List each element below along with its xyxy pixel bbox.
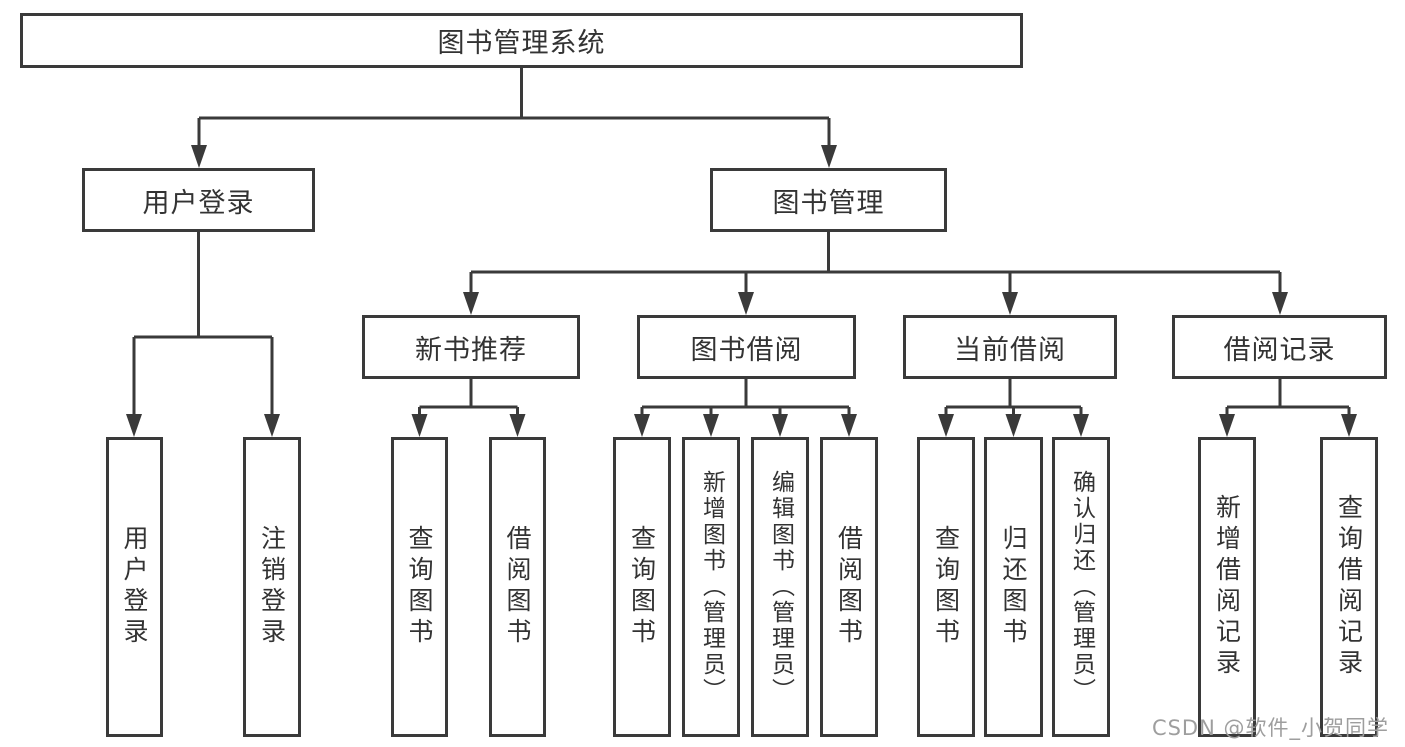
leaf-user-login: 用户登录 [106, 437, 163, 737]
node-book-management-label: 图书管理 [772, 187, 885, 219]
leaf-add-books-admin-label: 新增图书（管理员） [698, 470, 725, 704]
node-book-management: 图书管理 [710, 168, 947, 232]
leaf-borrow-books: 借阅图书 [820, 437, 878, 737]
leaf-borrow-books-recommend-label: 借阅图书 [503, 525, 532, 649]
leaf-query-books-current-label: 查询图书 [931, 525, 961, 649]
leaf-query-borrow-record-label: 查询借阅记录 [1334, 494, 1364, 680]
leaf-confirm-return-admin: 确认归还（管理员） [1052, 437, 1110, 737]
node-book-borrow: 图书借阅 [637, 315, 856, 379]
node-current-borrow-label: 当前借阅 [954, 334, 1066, 366]
node-user-login: 用户登录 [82, 168, 315, 232]
node-book-borrow-label: 图书借阅 [690, 334, 803, 366]
watermark: CSDN @软件_小贺同学 [1151, 716, 1389, 740]
leaf-borrow-books-recommend: 借阅图书 [489, 437, 546, 737]
leaf-query-books-recommend-label: 查询图书 [405, 525, 434, 649]
leaf-return-books-label: 归还图书 [999, 525, 1028, 649]
leaf-add-borrow-record-label: 新增借阅记录 [1212, 494, 1242, 680]
leaf-query-borrow-record: 查询借阅记录 [1320, 437, 1378, 737]
leaf-return-books: 归还图书 [984, 437, 1043, 737]
leaf-logout: 注销登录 [243, 437, 301, 737]
leaf-user-login-label: 用户登录 [120, 525, 149, 649]
node-borrow-records: 借阅记录 [1172, 315, 1387, 379]
leaf-add-borrow-record: 新增借阅记录 [1198, 437, 1256, 737]
leaf-query-books-borrow: 查询图书 [613, 437, 671, 737]
node-borrow-records-label: 借阅记录 [1223, 334, 1336, 366]
node-user-login-label: 用户登录 [142, 187, 255, 219]
node-new-book-recommend-label: 新书推荐 [415, 334, 527, 366]
leaf-query-books-borrow-label: 查询图书 [627, 525, 657, 649]
leaf-borrow-books-label: 借阅图书 [834, 525, 864, 649]
node-root: 图书管理系统 [20, 13, 1023, 68]
leaf-logout-label: 注销登录 [257, 525, 287, 649]
leaf-edit-books-admin: 编辑图书（管理员） [751, 437, 809, 737]
leaf-add-books-admin: 新增图书（管理员） [682, 437, 740, 737]
node-new-book-recommend: 新书推荐 [362, 315, 580, 379]
node-root-label: 图书管理系统 [437, 28, 606, 59]
leaf-confirm-return-admin-label: 确认归还（管理员） [1068, 470, 1095, 704]
leaf-query-books-recommend: 查询图书 [391, 437, 448, 737]
leaf-query-books-current: 查询图书 [917, 437, 975, 737]
node-current-borrow: 当前借阅 [903, 315, 1117, 379]
leaf-edit-books-admin-label: 编辑图书（管理员） [767, 470, 794, 704]
